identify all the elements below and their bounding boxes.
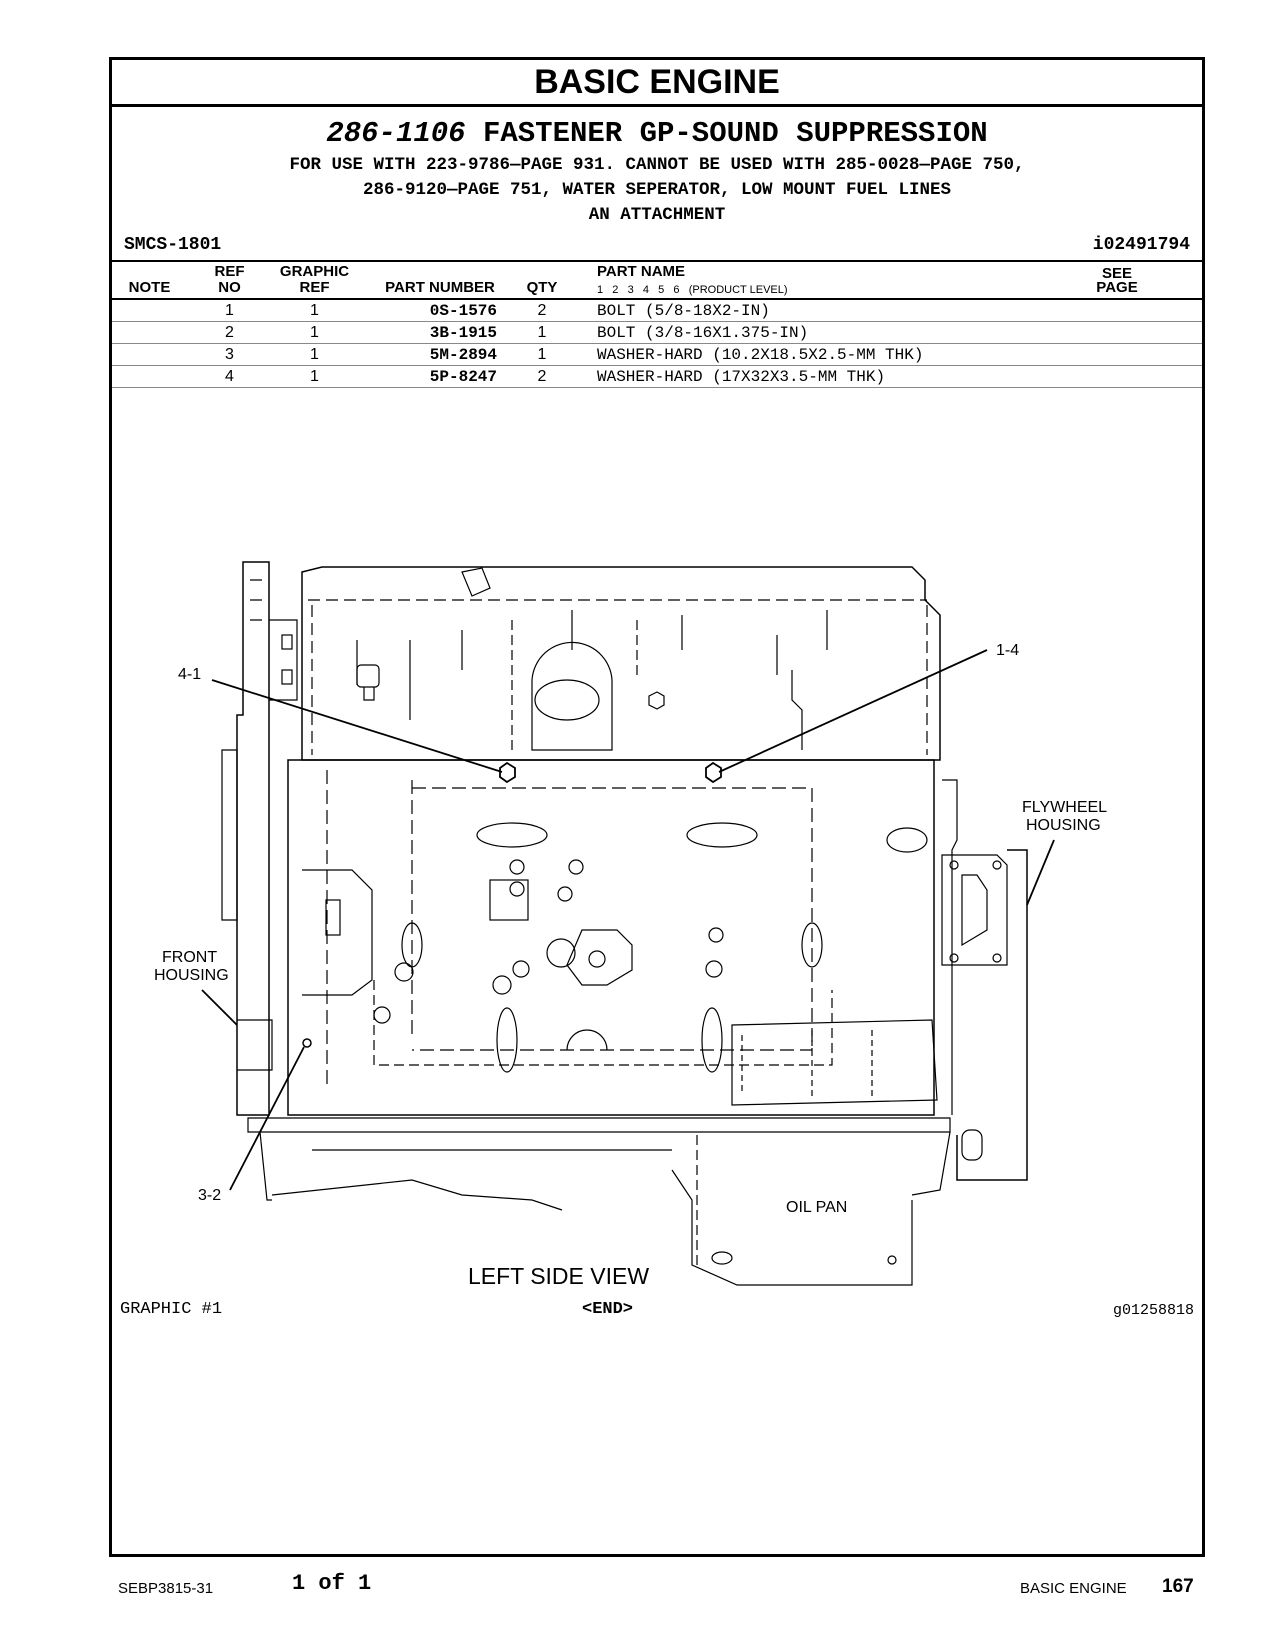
cell-part-name: WASHER-HARD (10.2X18.5X2.5-MM THK): [597, 346, 924, 364]
section-banner: BASIC ENGINE: [112, 60, 1202, 107]
group-number: 286-1106: [326, 117, 466, 150]
header-part-number: PART NUMBER: [385, 279, 495, 296]
cell-graphic-ref: 1: [310, 324, 319, 341]
table-row: 4 1 5P-8247 2 WASHER-HARD (17X32X3.5-MM …: [112, 366, 1202, 388]
info-reference: i02491794: [1092, 235, 1190, 255]
footer-page-of: 1 of 1: [292, 1571, 372, 1596]
group-name: FASTENER GP-SOUND SUPPRESSION: [482, 117, 988, 150]
cell-graphic-ref: 1: [310, 368, 319, 385]
cell-part-name: BOLT (3/8-16X1.375-IN): [597, 324, 809, 342]
cell-part-name: WASHER-HARD (17X32X3.5-MM THK): [597, 368, 886, 386]
header-see: SEE: [1101, 265, 1132, 282]
desc-line: 286-9120—PAGE 751, WATER SEPERATOR, LOW …: [362, 180, 952, 200]
table-row: 2 1 3B-1915 1 BOLT (3/8-16X1.375-IN): [112, 322, 1202, 344]
header-graphic-ref: REF: [299, 279, 330, 296]
cell-ref: 3: [225, 346, 234, 363]
cell-ref: 1: [225, 302, 234, 319]
label-flywheel-housing-2: HOUSING: [1026, 817, 1101, 834]
group-title: 286-1106 FASTENER GP-SOUND SUPPRESSION: [112, 117, 1202, 150]
cell-graphic-ref: 1: [310, 302, 319, 319]
header-ref-no: NO: [218, 279, 241, 296]
end-marker: <END>: [582, 1300, 634, 1319]
cell-part-number: 5P-8247: [429, 368, 497, 386]
page-frame: BASIC ENGINE 286-1106 FASTENER GP-SOUND …: [109, 57, 1205, 1557]
smcs-code: SMCS-1801: [124, 235, 222, 255]
callout-4-1: 4-1: [178, 666, 201, 683]
cell-qty: 2: [537, 368, 547, 385]
label-front-housing-1: FRONT: [162, 949, 217, 966]
cell-part-number: 0S-1576: [429, 302, 497, 320]
cell-qty: 1: [537, 346, 547, 363]
desc-line: AN ATTACHMENT: [588, 205, 726, 225]
table-header: NOTE REF NO GRAPHIC REF PART NUMBER QTY …: [112, 262, 1202, 300]
header-see-page: PAGE: [1096, 279, 1138, 296]
desc-line: FOR USE WITH 223-9786—PAGE 931. CANNOT B…: [289, 155, 1025, 175]
callout-3-2: 3-2: [198, 1187, 221, 1204]
page-footer: SEBP3815-31 1 of 1 BASIC ENGINE 167: [0, 1565, 1275, 1605]
group-description: FOR USE WITH 223-9786—PAGE 931. CANNOT B…: [112, 153, 1202, 228]
cell-part-name: BOLT (5/8-18X2-IN): [597, 302, 770, 320]
label-front-housing-2: HOUSING: [154, 967, 229, 984]
cell-part-number: 5M-2894: [429, 346, 497, 364]
engine-illustration: 4-1 1-4 3-2 FRONT HOUSING FLYWHEEL HOUSI…: [154, 561, 1107, 1289]
graphic-label: GRAPHIC #1: [120, 1300, 223, 1319]
header-product-level: 1 2 3 4 5 6 (PRODUCT LEVEL): [597, 284, 788, 296]
cell-ref: 2: [225, 324, 234, 341]
table-row: 1 1 0S-1576 2 BOLT (5/8-18X2-IN): [112, 300, 1202, 322]
label-oil-pan: OIL PAN: [786, 1199, 847, 1216]
cell-qty: 2: [537, 302, 547, 319]
cell-part-number: 3B-1915: [429, 324, 497, 342]
header-part-name: PART NAME: [597, 263, 686, 280]
cell-graphic-ref: 1: [310, 346, 319, 363]
parts-table: NOTE REF NO GRAPHIC REF PART NUMBER QTY …: [112, 260, 1202, 388]
graphic-number: g01258818: [1112, 1302, 1194, 1319]
footer-document-number: SEBP3815-31: [118, 1580, 214, 1597]
header-qty: QTY: [526, 279, 558, 296]
footer-page-number: 167: [1162, 1576, 1194, 1597]
callout-1-4: 1-4: [996, 642, 1019, 659]
label-flywheel-housing-1: FLYWHEEL: [1022, 799, 1107, 816]
cell-ref: 4: [225, 368, 234, 385]
view-label: LEFT SIDE VIEW: [468, 1263, 649, 1289]
footer-section: BASIC ENGINE: [1020, 1580, 1127, 1597]
header-graphic: GRAPHIC: [279, 263, 350, 280]
header-ref: REF: [214, 263, 245, 280]
header-note: NOTE: [128, 279, 171, 296]
table-row: 3 1 5M-2894 1 WASHER-HARD (10.2X18.5X2.5…: [112, 344, 1202, 366]
cell-qty: 1: [537, 324, 547, 341]
